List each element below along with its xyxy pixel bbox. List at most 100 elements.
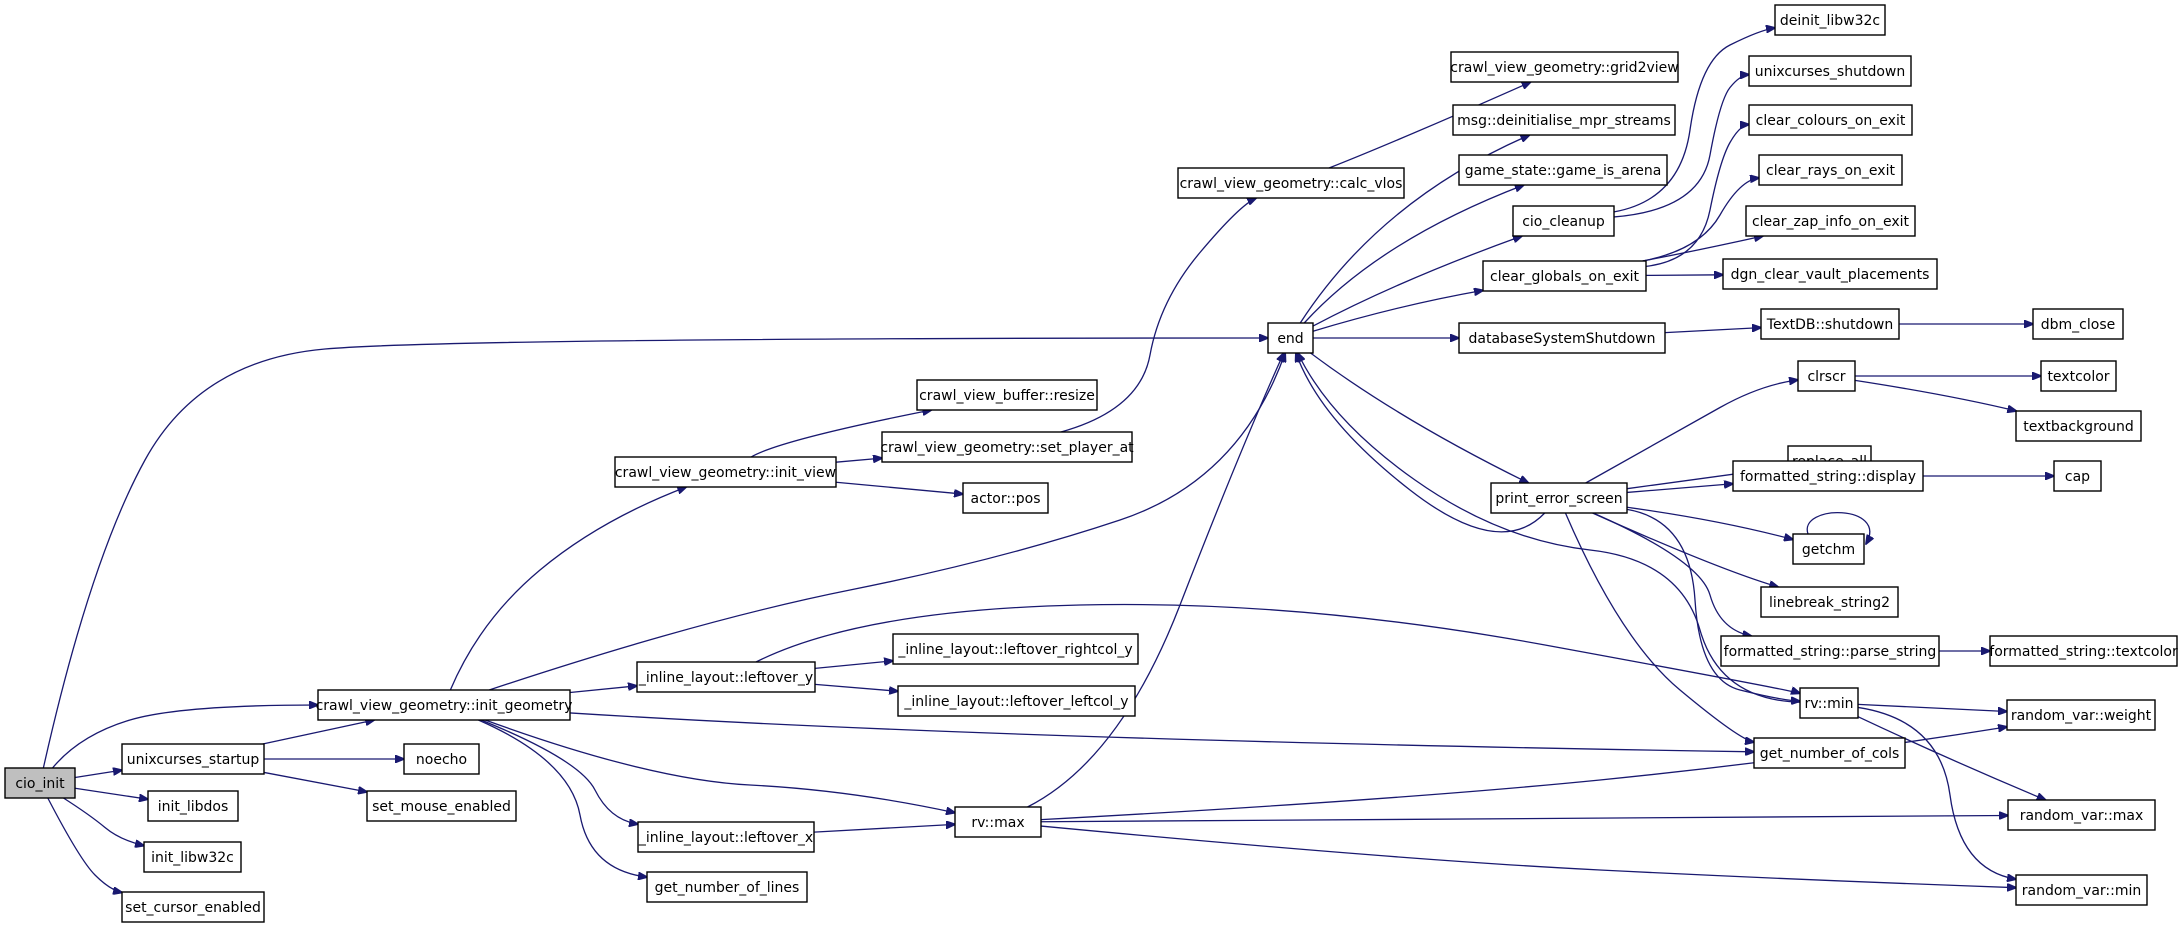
node-box (897, 685, 1136, 717)
node-box (1177, 167, 1405, 199)
edge-cio_cleanup-to-unixcurses_shutdown (1613, 75, 1749, 218)
node-label: _inline_layout::leftover_leftcol_y (903, 694, 1128, 710)
edge-init_view-to-set_player_at (835, 458, 882, 462)
node-box (1760, 586, 1899, 618)
node-dgn-clear[interactable]: dgn_clear_vault_placements (1722, 258, 1938, 290)
node-clrscr[interactable]: clrscr (1797, 360, 1856, 392)
node-textbackground[interactable]: textbackground (2015, 410, 2142, 442)
node-buffer-resize[interactable]: crawl_view_buffer::resize (916, 379, 1098, 411)
node-clear-colours[interactable]: clear_colours_on_exit (1748, 104, 1913, 136)
edge-db_shutdown-to-textdb_shutdown (1664, 328, 1761, 334)
node-end[interactable]: end (1267, 322, 1314, 354)
node-clear-zap[interactable]: clear_zap_info_on_exit (1745, 205, 1916, 237)
node-label: textbackground (2023, 419, 2133, 435)
edge-clear_globals-to-clear_colours (1645, 125, 1749, 268)
node-cio-init[interactable]: cio_init (4, 767, 76, 799)
node-game-is-arena[interactable]: game_state::game_is_arena (1458, 154, 1668, 186)
node-cio-cleanup[interactable]: cio_cleanup (1512, 205, 1615, 237)
node-leftover-x[interactable]: _inline_layout::leftover_x (637, 821, 815, 853)
edge-end-to-cio_cleanup (1312, 236, 1522, 327)
node-rvar-max[interactable]: random_var::max (2007, 799, 2156, 831)
node-label: clear_zap_info_on_exit (1752, 214, 1910, 230)
node-leftover-y[interactable]: _inline_layout::leftover_y (636, 661, 816, 693)
node-label: crawl_view_geometry::grid2view (1450, 60, 1678, 76)
node-get-number-of-lines[interactable]: get_number_of_lines (646, 871, 808, 903)
edge-rv_max-to-rvar_min (1040, 825, 2016, 888)
node-noecho[interactable]: noecho (403, 743, 480, 775)
node-set-mouse-enabled[interactable]: set_mouse_enabled (366, 790, 517, 822)
node-leftover-rightcol-y[interactable]: _inline_layout::leftover_rightcol_y (892, 633, 1139, 665)
node-actor-pos[interactable]: actor::pos (962, 482, 1049, 514)
edge-print_error_screen-to-getchm (1626, 506, 1793, 539)
node-box (2007, 799, 2156, 831)
node-set-cursor-enabled[interactable]: set_cursor_enabled (121, 891, 265, 923)
node-label: _inline_layout::leftover_rightcol_y (897, 642, 1132, 658)
edge-unixcurses_startup-to-init_geometry (262, 720, 375, 745)
edge-end-to-deinit_mpr (1299, 135, 1529, 324)
node-getchm[interactable]: getchm (1792, 533, 1865, 565)
node-init-geometry[interactable]: crawl_view_geometry::init_geometry (316, 689, 573, 721)
node-box (916, 379, 1098, 411)
node-clear-rays[interactable]: clear_rays_on_exit (1758, 154, 1903, 186)
node-box (1490, 482, 1628, 514)
node-label: dbm_close (2041, 317, 2115, 333)
node-textdb-shutdown[interactable]: TextDB::shutdown (1760, 308, 1900, 340)
node-box (1797, 360, 1856, 392)
node-label: getchm (1802, 542, 1855, 558)
node-box (121, 743, 265, 775)
node-linebreak-string2[interactable]: linebreak_string2 (1760, 586, 1899, 618)
node-label: clear_globals_on_exit (1490, 269, 1640, 285)
node-label: rv::max (971, 815, 1024, 831)
node-deinit-libw32c[interactable]: deinit_libw32c (1774, 4, 1886, 36)
edge-cio_init-to-set_cursor_enabled (47, 797, 122, 892)
node-grid2view[interactable]: crawl_view_geometry::grid2view (1450, 51, 1679, 83)
node-get-number-of-cols[interactable]: get_number_of_cols (1753, 737, 1906, 769)
node-deinit-mpr[interactable]: msg::deinitialise_mpr_streams (1452, 104, 1676, 136)
node-fs-display[interactable]: formatted_string::display (1732, 460, 1924, 492)
node-rv-min[interactable]: rv::min (1799, 687, 1859, 719)
node-init-view[interactable]: crawl_view_geometry::init_view (614, 456, 837, 488)
node-print-error-screen[interactable]: print_error_screen (1490, 482, 1628, 514)
node-calc-vlos[interactable]: crawl_view_geometry::calc_vlos (1177, 167, 1405, 199)
edge-print_error_screen-to-linebreak_string2 (1592, 512, 1779, 587)
edge-cio_init-to-init_libw32c (63, 797, 144, 846)
node-init-libw32c[interactable]: init_libw32c (143, 841, 242, 873)
node-unixcurses-startup[interactable]: unixcurses_startup (121, 743, 265, 775)
node-box (147, 790, 239, 822)
node-rv-max[interactable]: rv::max (954, 806, 1042, 838)
node-label: dgn_clear_vault_placements (1731, 267, 1930, 283)
edge-init_geometry-to-end (488, 353, 1285, 691)
node-label: cio_cleanup (1522, 214, 1605, 230)
node-textcolor[interactable]: textcolor (2040, 360, 2117, 392)
edge-clear_globals-to-dgn_clear (1645, 275, 1723, 276)
node-box (1748, 55, 1912, 87)
node-box (1267, 322, 1314, 354)
edge-print_error_screen-to-fs_parse_string (1592, 512, 1751, 636)
node-box (2053, 460, 2102, 492)
edge-cio_cleanup-to-deinit_libw32c (1613, 28, 1775, 213)
node-label: TextDB::shutdown (1766, 317, 1893, 333)
node-label: set_cursor_enabled (125, 900, 261, 916)
node-cap[interactable]: cap (2053, 460, 2102, 492)
node-unixcurses-shutdown[interactable]: unixcurses_shutdown (1748, 55, 1912, 87)
node-box (403, 743, 480, 775)
edge-end-to-game_is_arena (1303, 185, 1524, 324)
node-init-libdos[interactable]: init_libdos (147, 790, 239, 822)
node-label: formatted_string::display (1740, 469, 1916, 485)
node-label: crawl_view_geometry::set_player_at (880, 440, 1134, 456)
node-db-shutdown[interactable]: databaseSystemShutdown (1458, 322, 1666, 354)
node-leftover-leftcol-y[interactable]: _inline_layout::leftover_leftcol_y (897, 685, 1136, 717)
node-dbm-close[interactable]: dbm_close (2032, 308, 2124, 340)
edge-init_geometry-to-get_number_of_cols (569, 712, 1754, 752)
node-rvar-weight[interactable]: random_var::weight (2006, 699, 2156, 731)
edge-unixcurses_startup-to-set_mouse_enabled (263, 771, 367, 791)
node-box (2006, 699, 2156, 731)
node-fs-parse-string[interactable]: formatted_string::parse_string (1720, 635, 1940, 667)
node-fs-textcolor[interactable]: formatted_string::textcolor (1989, 635, 2178, 667)
node-label: random_var::max (2020, 808, 2144, 824)
node-rvar-min[interactable]: random_var::min (2015, 874, 2148, 906)
node-clear-globals[interactable]: clear_globals_on_exit (1482, 260, 1647, 292)
edge-init_geometry-to-rv_max (484, 719, 955, 813)
node-set-player-at[interactable]: crawl_view_geometry::set_player_at (880, 431, 1134, 463)
